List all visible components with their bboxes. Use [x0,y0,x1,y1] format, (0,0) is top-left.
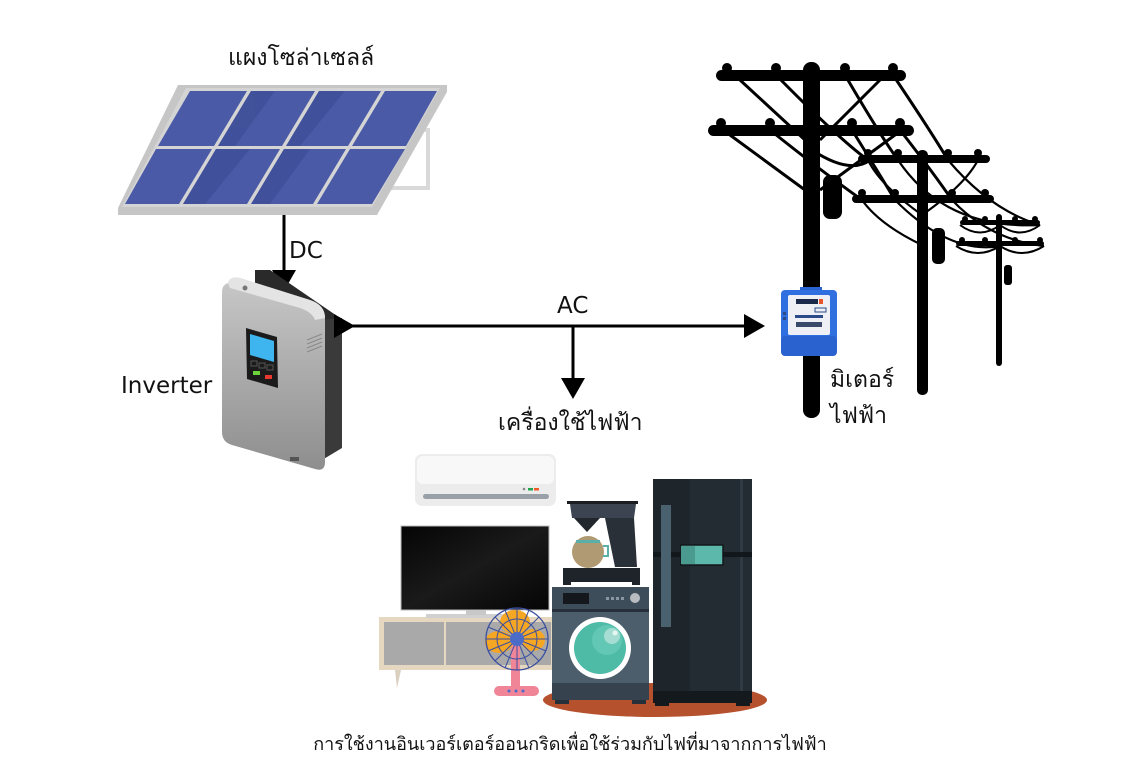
inverter-red-button [265,375,272,379]
coffee-maker-icon [563,501,640,585]
inverter-icon [222,270,342,470]
meter-counter [796,299,818,304]
refrigerator-icon [653,479,752,706]
appliances-label: เครื่องใช้ไฟฟ้า [498,410,643,436]
utility-pole-far [955,214,1045,366]
inverter-green-button [253,371,260,375]
electric-meter-icon [781,287,837,356]
dc-label: DC [289,238,323,264]
inverter-screen [250,334,274,362]
utility-pole-middle [852,149,1045,395]
solar-panel-label: แผงโซล่าเซลล์ [228,45,375,71]
air-conditioner-icon [415,454,556,506]
washing-machine-icon [552,587,649,704]
meter-label-line1: มิเตอร์ [830,367,895,393]
solar-panel-icon [118,85,447,215]
utility-pole-icon [708,62,1045,418]
home-appliances-icon [379,454,767,717]
meter-label-line2: ไฟฟ้า [830,403,888,429]
inverter-label: Inverter [121,373,213,399]
electric-fan-icon [485,607,549,696]
television-icon [400,525,550,618]
diagram-caption: การใช้งานอินเวอร์เตอร์ออนกริดเพื่อใช้ร่ว… [313,734,827,755]
ac-label: AC [557,293,589,319]
